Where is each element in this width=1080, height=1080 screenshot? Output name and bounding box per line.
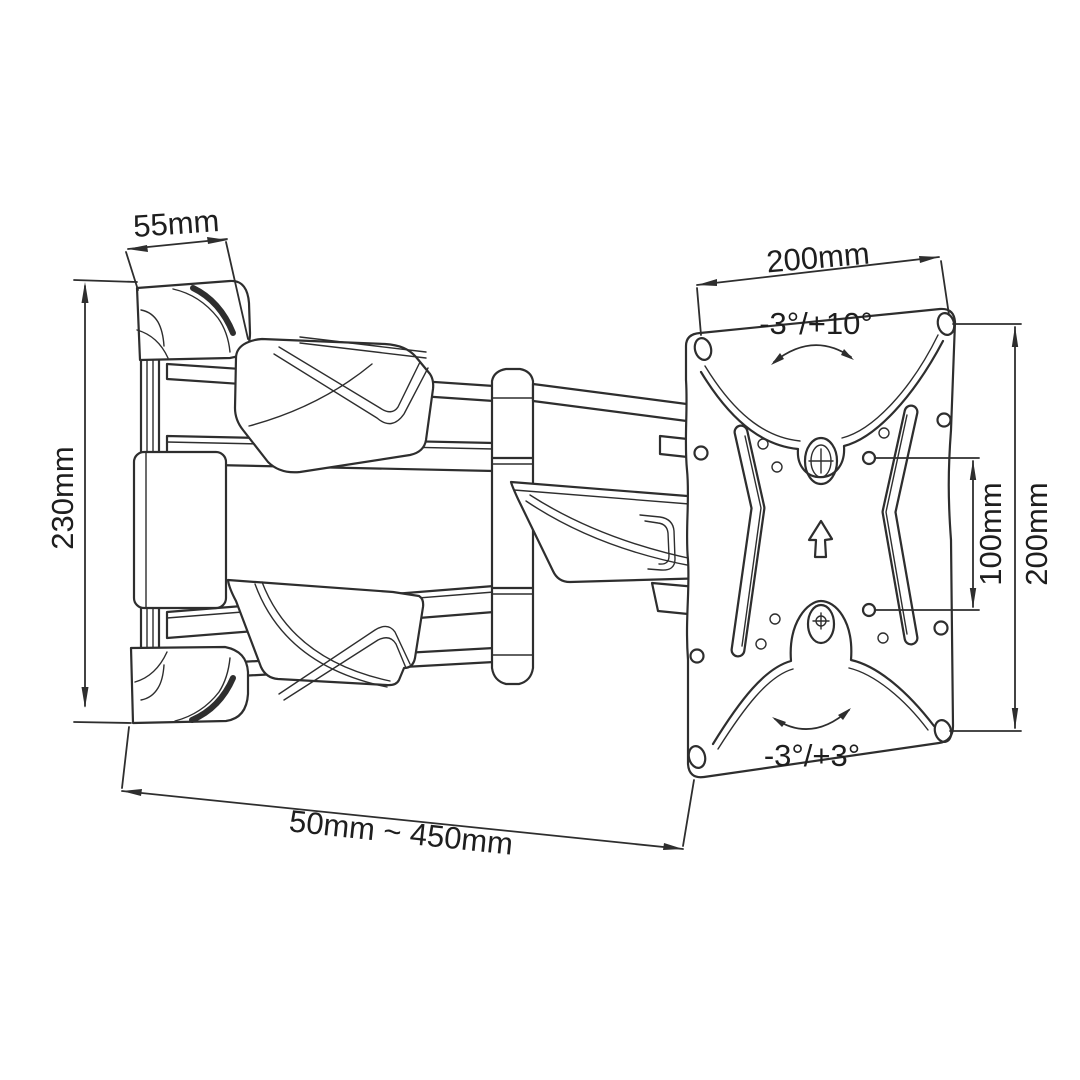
annotation-label-swivel-range: -3°/+3° xyxy=(764,738,860,773)
orientation-up-arrow-icon xyxy=(807,519,834,559)
dim-label-extension-range: 50mm ~ 450mm xyxy=(287,803,514,861)
wall-bracket-bottom xyxy=(129,645,250,725)
dim-hole-spacing: 100mm xyxy=(875,457,1008,611)
annotation-label-tilt-range: -3°/+10° xyxy=(759,306,873,341)
dim-label-vesa-width: 200mm xyxy=(765,236,871,280)
dim-label-hole-spacing: 100mm xyxy=(973,482,1008,585)
arm-cover-upper xyxy=(233,336,435,474)
vesa-plate xyxy=(684,307,957,779)
dim-label-bracket-width: 55mm xyxy=(132,203,220,244)
dim-bracket-width: 55mm xyxy=(125,203,249,340)
wall-plate-center xyxy=(132,450,228,610)
dim-vesa-height: 200mm xyxy=(949,323,1054,732)
forearm xyxy=(509,382,712,618)
wall-bracket-top xyxy=(135,279,252,362)
vesa-keyhole-top xyxy=(803,436,839,486)
dim-label-wall-plate-height: 230mm xyxy=(45,446,80,549)
vesa-slot-left xyxy=(730,424,766,658)
vesa-keyhole-bottom xyxy=(806,603,836,645)
vesa-slot-right xyxy=(881,404,919,646)
vesa-mounting-holes xyxy=(687,312,956,769)
dim-wall-plate-height: 230mm xyxy=(45,279,138,724)
dim-extension-range: 50mm ~ 450mm xyxy=(121,726,695,862)
arm-cover-lower xyxy=(226,578,425,701)
annotation-swivel-range: -3°/+3° xyxy=(764,708,860,773)
elbow-hinge xyxy=(490,367,535,686)
dim-label-vesa-height: 200mm xyxy=(1019,482,1054,585)
annotation-tilt-range: -3°/+10° xyxy=(759,306,873,365)
